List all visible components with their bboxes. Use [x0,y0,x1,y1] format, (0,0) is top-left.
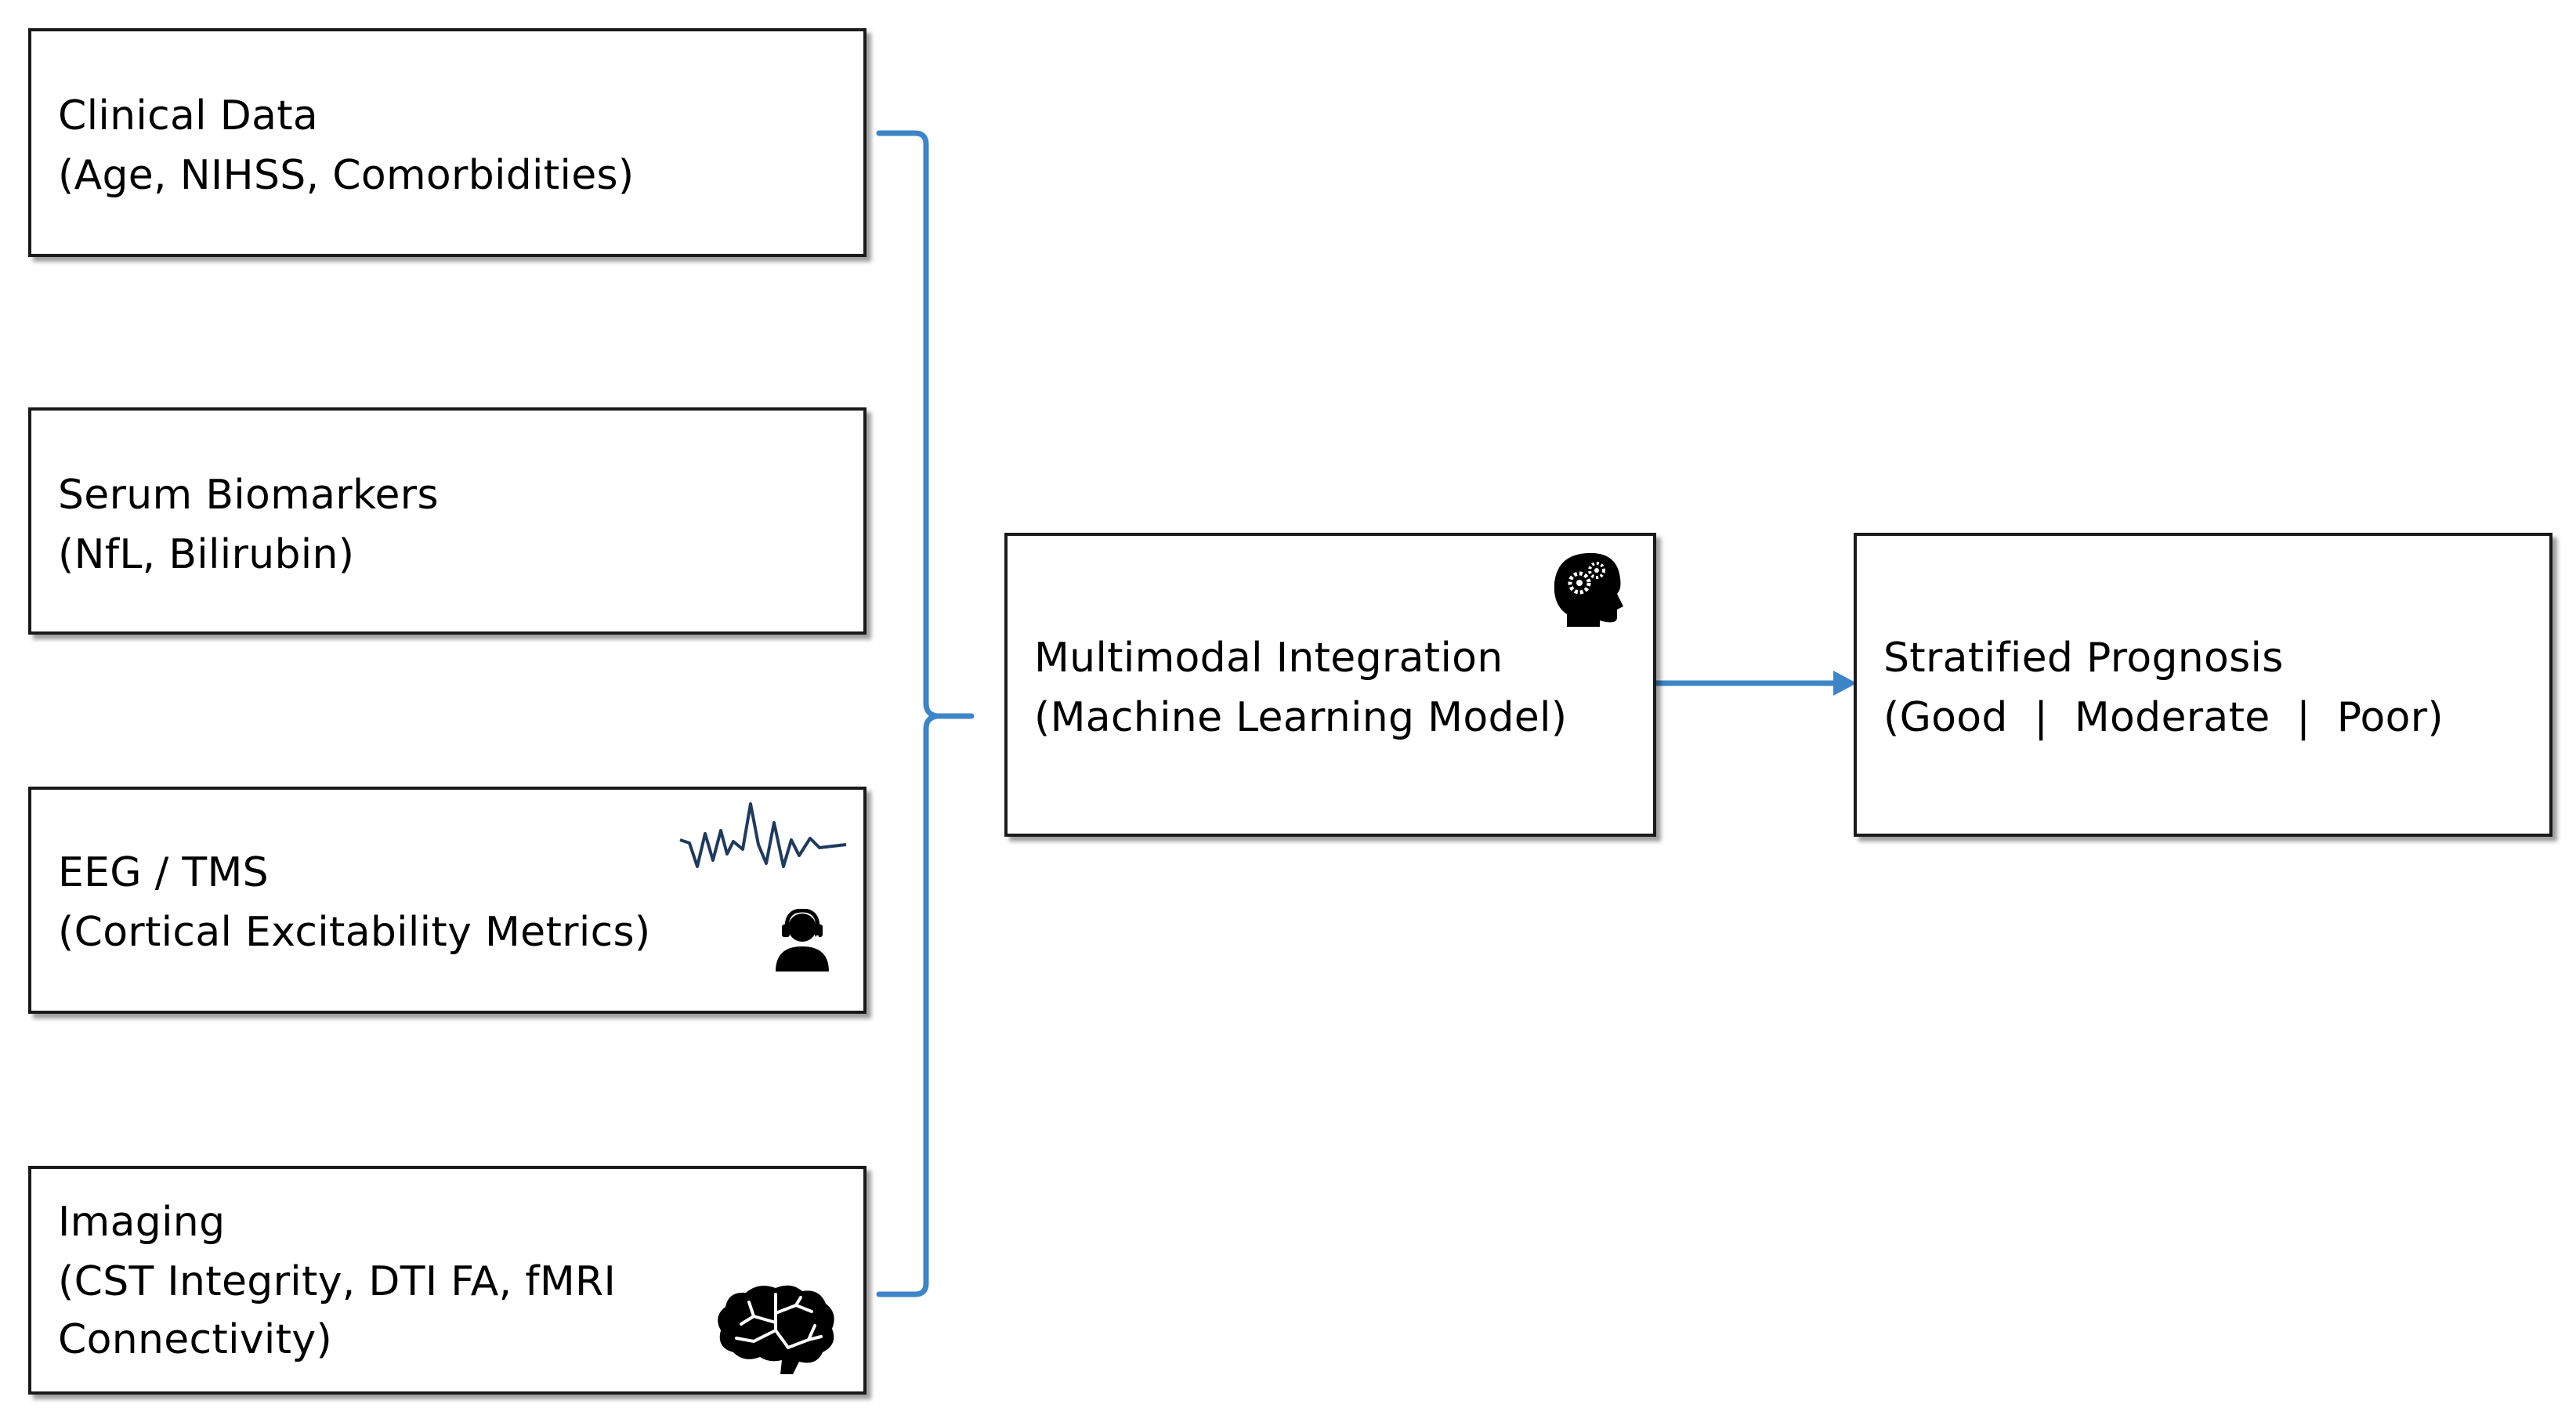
imaging-box [28,1166,867,1395]
eeg-tms-detail: (Cortical Excitability Metrics) [58,909,651,956]
input-brace [876,130,975,1297]
serum-biomarkers-detail: (NfL, Bilirubin) [58,531,355,578]
head-gears-icon [1554,552,1623,627]
clinical-data-detail: (Age, NIHSS, Comorbidities) [58,152,635,199]
arrow-head [1833,671,1857,696]
output-title: Stratified Prognosis [1883,635,2284,682]
eeg-tms-title: EEG / TMS [58,849,269,896]
person-headset-icon [776,909,829,972]
imaging-title: Imaging [58,1199,226,1246]
serum-biomarkers-box [28,407,867,635]
eeg-tms-box [28,787,867,1014]
integration-title: Multimodal Integration [1034,635,1503,682]
clinical-data-box [28,28,867,257]
clinical-data-title: Clinical Data [58,92,319,139]
output-box [1854,533,2552,837]
eeg-waveform-icon [679,802,847,868]
output-detail: (Good | Moderate | Poor) [1883,694,2444,741]
integration-box [1004,533,1656,837]
imaging-detail-line2: Connectivity) [58,1316,333,1363]
integration-detail: (Machine Learning Model) [1034,694,1568,741]
brain-icon [718,1285,834,1374]
serum-biomarkers-title: Serum Biomarkers [58,472,439,519]
imaging-detail-line1: (CST Integrity, DTI FA, fMRI [58,1258,617,1305]
